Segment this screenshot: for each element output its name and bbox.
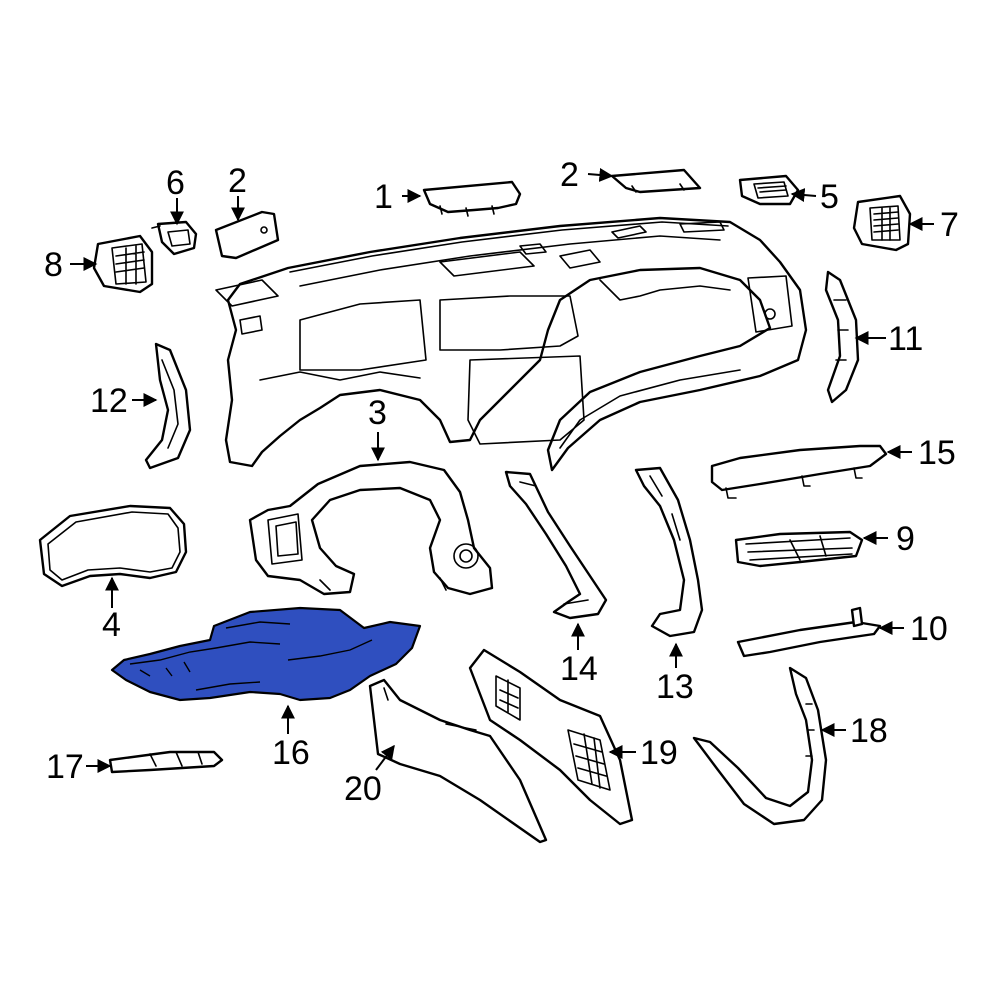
part-13-center-trim-right [634,466,704,638]
part-16-fill [110,606,422,702]
callout-19: 19 [640,734,678,772]
part-19-glove-bin [468,648,634,826]
callout-labels: 1 2 2 3 4 5 6 7 8 9 10 11 12 13 14 15 16… [44,156,959,808]
callout-18: 18 [850,712,888,750]
callout-6: 6 [166,164,185,202]
callout-16: 16 [272,734,310,772]
callout-20: 20 [344,770,382,808]
callout-14: 14 [560,650,598,688]
part-18-lower-trim [692,666,828,826]
callout-12: 12 [90,382,128,420]
part-5-vent [738,174,800,206]
part-12-end-cap [144,342,192,470]
leader-2-right [587,167,614,182]
leader-20 [375,744,395,771]
part-16-lower-panel [110,606,422,702]
callout-17: 17 [46,748,84,786]
callout-2-left: 2 [228,162,247,200]
callout-13: 13 [656,668,694,706]
part-2-cover-right [610,168,702,194]
part-8-vent [92,234,154,294]
leader-5 [790,188,817,203]
callout-10: 10 [910,610,948,648]
callout-9: 9 [896,520,915,558]
part-9-center-vent [734,530,864,568]
callout-3: 3 [368,394,387,432]
callout-11: 11 [888,320,923,358]
part-1-defroster-trim [422,180,522,217]
part-10-trim-strip [736,606,882,658]
callout-7: 7 [940,206,959,244]
part-6-switch [151,220,198,256]
part-11-end-cap [824,270,860,404]
part-3-cluster-bezel [248,460,494,596]
part-7-vent [852,194,912,252]
part-20-glove-door [368,678,548,844]
part-15-bezel [710,444,888,499]
callout-15: 15 [918,434,956,472]
instrument-panel [215,216,808,472]
part-17-trim [108,750,224,774]
leader-lines [70,167,934,773]
part-4-cluster-lens [38,504,188,588]
callout-2-right: 2 [560,156,579,194]
callout-8: 8 [44,246,63,284]
callout-1: 1 [374,178,393,216]
callout-4: 4 [102,606,121,644]
part-14-center-trim-left [504,470,608,620]
callout-5: 5 [820,178,839,216]
part-2-cover-left [214,210,280,260]
